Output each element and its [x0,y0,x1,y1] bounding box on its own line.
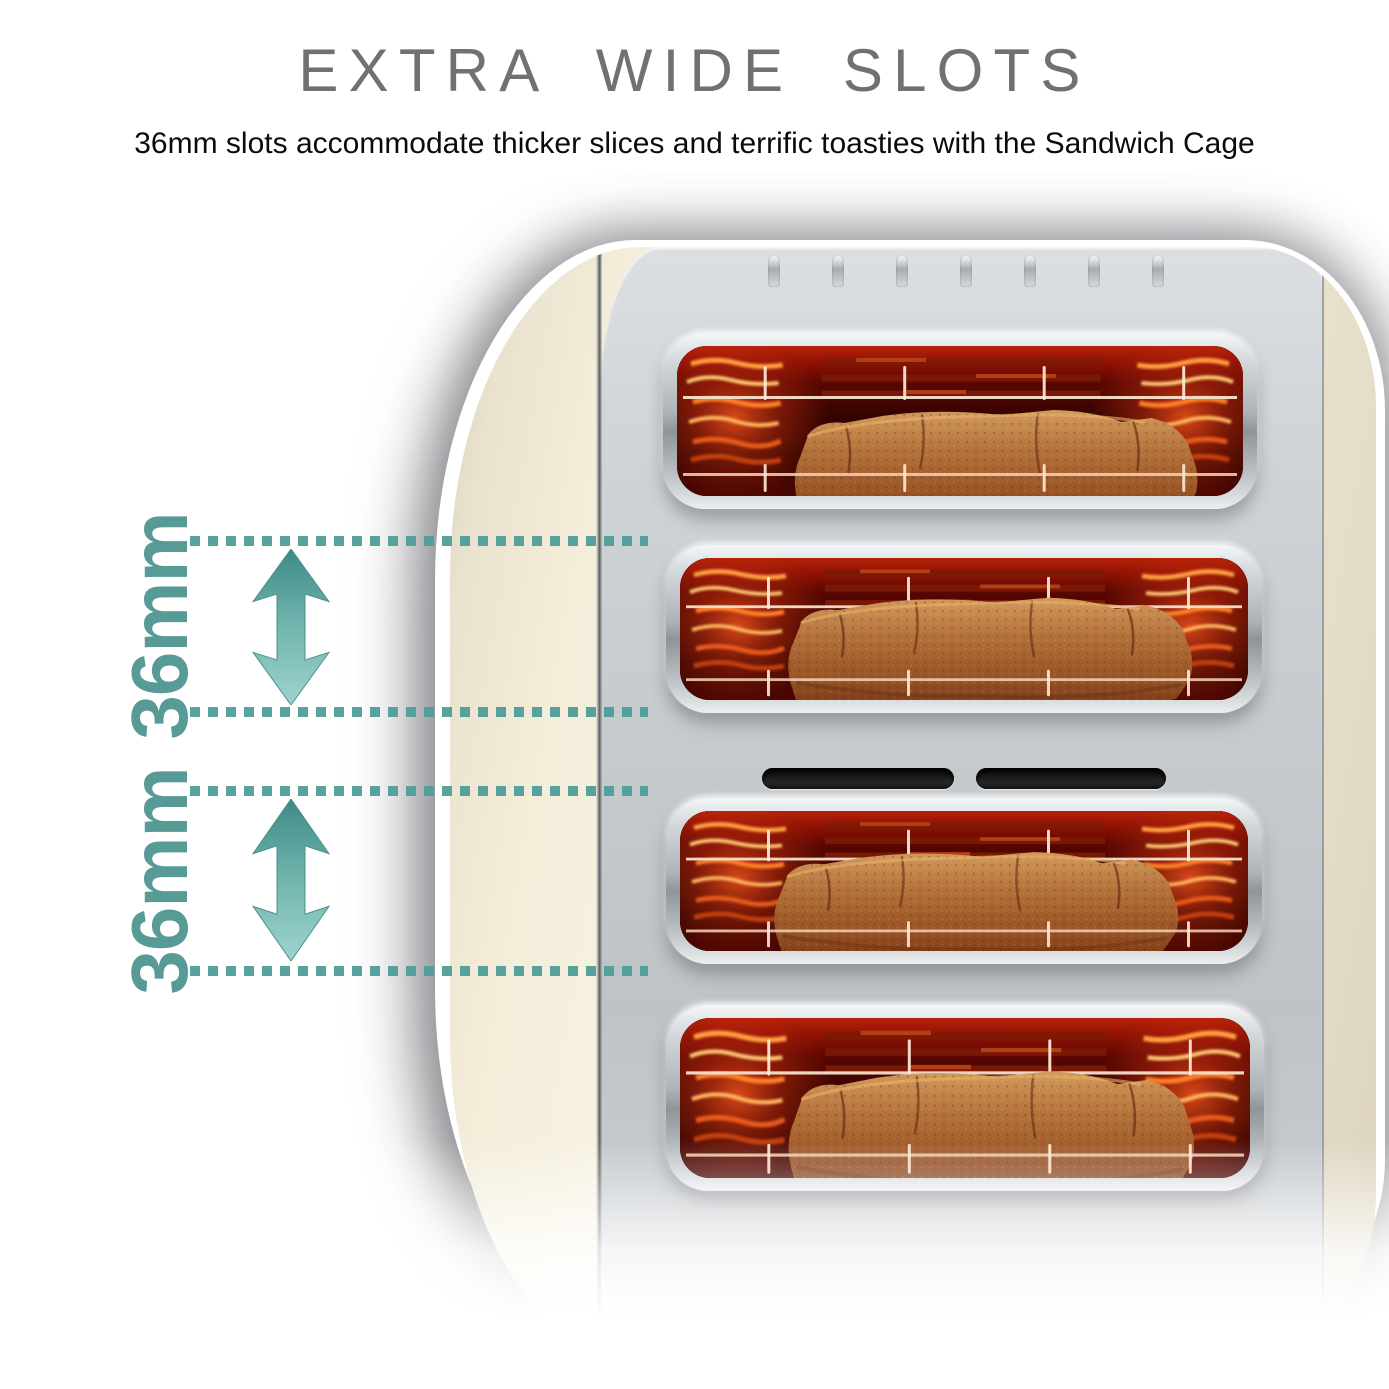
slot-1-window [677,346,1243,496]
grille-notch [832,255,844,287]
crumb-vent-right [976,768,1166,789]
grille-notch [1024,255,1036,287]
slot-3-window [680,811,1248,951]
grille-notch [960,255,972,287]
dimension-label-1: 36mm [115,512,204,740]
measure-line-2-top [190,786,648,796]
chrome-right-seam [1322,257,1324,1355]
dimension-label-2: 36mm [115,767,204,995]
bottom-white-fade [0,1140,1389,1389]
slot-2-window [680,558,1248,700]
toaster-slot-3 [666,798,1262,964]
crumb-vent-left [762,768,954,789]
grille-notch [1088,255,1100,287]
page-subtitle: 36mm slots accommodate thicker slices an… [134,127,1255,160]
dimension-arrow-icon [251,549,331,705]
chrome-left-seam [596,247,602,1365]
grille-notch [1152,255,1164,287]
measure-line-1-bottom [190,707,648,717]
page-title: EXTRA WIDE SLOTS [298,37,1091,104]
dimension-arrow-icon [251,799,331,961]
toaster-body [450,247,1376,1365]
measure-line-1-top [190,536,648,546]
toaster-slot-2 [666,545,1262,713]
toaster-slot-1 [663,333,1257,509]
grille-notch [768,255,780,287]
measure-line-2-bottom [190,966,648,976]
grille-notch [896,255,908,287]
